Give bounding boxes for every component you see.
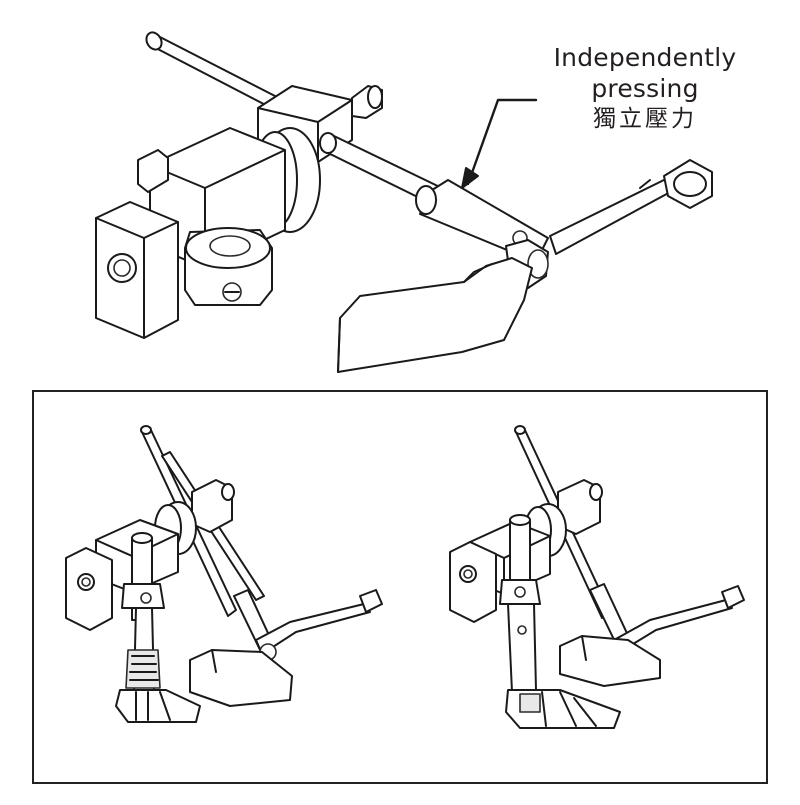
independent-presser-blade (337, 257, 533, 373)
top-mechanism (95, 31, 713, 373)
variants-frame (32, 390, 768, 784)
extension-arm (549, 177, 675, 255)
front-block (95, 201, 179, 339)
callout-line-1: Independently (553, 43, 737, 72)
callout-line-2: pressing (591, 74, 699, 103)
callout-arrow (466, 98, 538, 186)
callout-label: Independently pressing 獨立壓力 (520, 42, 770, 134)
callout-line-3: 獨立壓力 (593, 106, 697, 132)
bottom-right-assembly (449, 425, 745, 729)
bottom-left-assembly (65, 425, 383, 723)
